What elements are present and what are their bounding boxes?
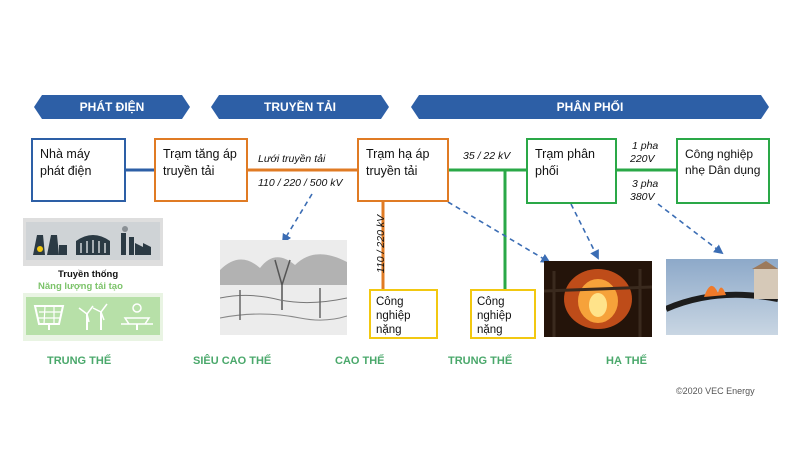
zone-medium-voltage-2: TRUNG THẾ: [448, 355, 513, 367]
factory-plant-icon: [114, 222, 160, 260]
step-down-station-box: Trạm hạ áp truyền tải: [357, 138, 449, 202]
grid-photo-arrow: [282, 193, 313, 244]
light-photo-arrow: [657, 203, 724, 255]
transmission-grid-sketch-image: [220, 240, 347, 335]
three-phase-label: 3 pha: [632, 178, 659, 190]
zone-medium-voltage-1: TRUNG THẾ: [47, 355, 112, 367]
phase-generation-label: PHÁT ĐIỆN: [79, 100, 145, 114]
heavy-industry-box-1: Công nghiệp nặng: [369, 289, 438, 339]
step-up-station-box: Trạm tăng áp truyền tải: [154, 138, 248, 202]
copyright-text: ©2020 VEC Energy: [676, 386, 755, 396]
solar-farm-icon: [114, 297, 160, 335]
step-up-station-label: Trạm tăng áp truyền tải: [163, 147, 237, 178]
vertical-voltage-label: 110 / 220 kV: [375, 214, 388, 274]
power-plant-box: Nhà máy phát điện: [31, 138, 126, 202]
mid-voltage-label: 35 / 22 kV: [463, 150, 511, 162]
grid-label: Lưới truyền tải: [258, 153, 326, 165]
zone-extra-high-voltage: SIÊU CAO THẾ: [193, 355, 272, 367]
zone-low-voltage: HẠ THẾ: [606, 355, 647, 367]
v380-label: 380V: [630, 191, 655, 203]
phase-transmission: TRUYỀN TẢI: [211, 95, 389, 119]
heavy-industry-label-2: Công nghiệp nặng: [477, 296, 512, 336]
nuclear-plant-icon: [26, 222, 72, 260]
burning-power-line-image: [666, 259, 778, 335]
light-industry-box: Công nghiệp nhẹ Dân dụng: [676, 138, 770, 204]
distribution-station-box: Trạm phân phối: [526, 138, 617, 204]
one-phase-label: 1 pha: [632, 140, 659, 152]
renewable-label: Năng lượng tái tạo: [38, 281, 123, 292]
v220-label: 220V: [630, 153, 655, 165]
stepdown-photo-arrow: [447, 201, 551, 263]
power-plant-label: Nhà máy phát điện: [40, 147, 92, 178]
phase-distribution: PHÂN PHỐI: [411, 95, 769, 119]
heavy-industry-label-1: Công nghiệp nặng: [376, 296, 411, 336]
phase-generation: PHÁT ĐIỆN: [34, 95, 190, 119]
solar-panel-icon: [26, 297, 72, 335]
distribution-photo-arrow: [570, 203, 599, 260]
heavy-industry-box-2: Công nghiệp nặng: [470, 289, 536, 339]
hydro-dam-icon: [70, 222, 116, 260]
phase-distribution-label: PHÂN PHỐI: [556, 100, 624, 114]
zone-high-voltage: CAO THẾ: [335, 355, 385, 367]
step-down-station-label: Trạm hạ áp truyền tải: [366, 147, 430, 178]
distribution-station-label: Trạm phân phối: [535, 147, 595, 178]
substation-fire-image: [544, 261, 652, 337]
phase-transmission-label: TRUYỀN TẢI: [264, 100, 336, 114]
grid-voltage-label: 110 / 220 / 500 kV: [258, 177, 343, 189]
traditional-label: Truyền thống: [58, 269, 119, 280]
light-industry-label: Công nghiệp nhẹ Dân dụng: [685, 147, 761, 177]
wind-turbine-icon: [70, 297, 116, 335]
